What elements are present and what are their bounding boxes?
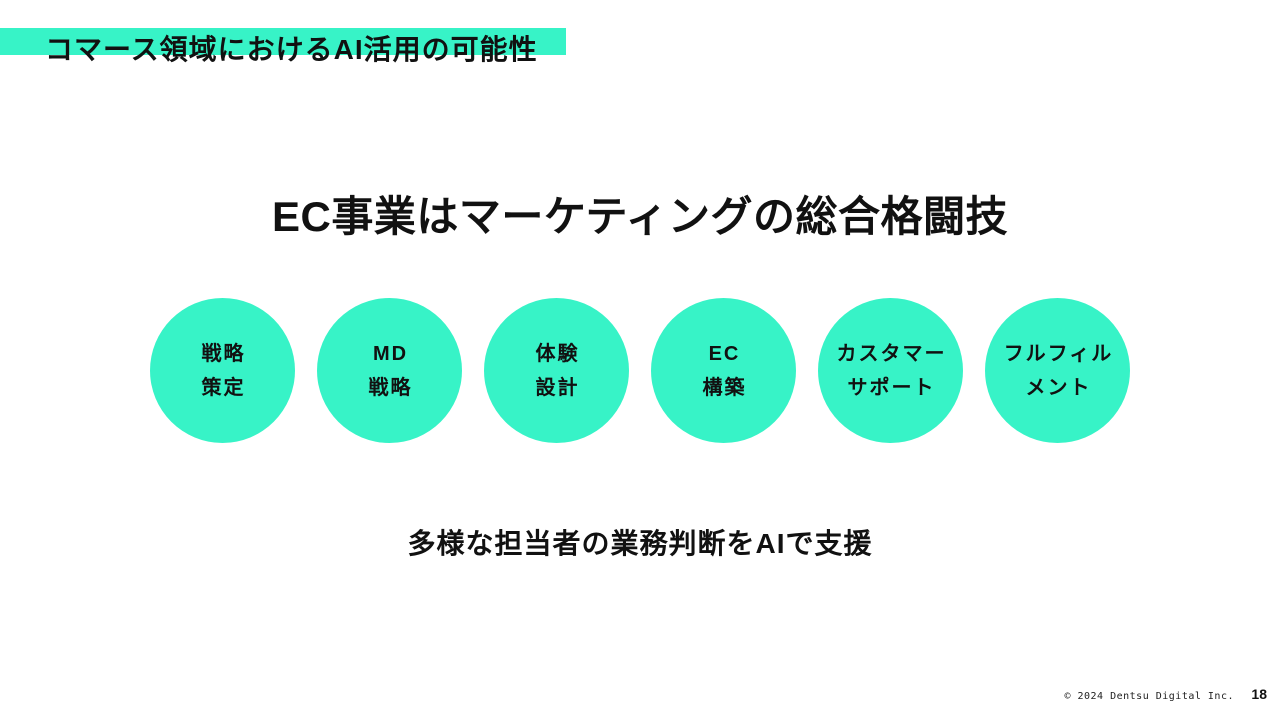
slide-title: コマース領域におけるAI活用の可能性 <box>45 34 538 65</box>
circle-label-line: メント <box>1025 376 1092 399</box>
circle-label-line: 設計 <box>535 376 580 399</box>
circle-label-line: EC <box>708 342 741 365</box>
circle-label-line: 戦略 <box>368 376 413 399</box>
circles-row: 戦略 策定 MD 戦略 体験 設計 EC 構築 カスタマー サポート フルフィル… <box>0 298 1280 443</box>
circle-label-line: サポート <box>847 376 936 399</box>
circle-label-line: フルフィル <box>1003 342 1114 365</box>
circle-strategy-planning: 戦略 策定 <box>150 298 295 443</box>
circle-label-line: 構築 <box>702 376 747 399</box>
footer-copyright: © 2024 Dentsu Digital Inc. <box>1064 691 1234 702</box>
circle-label-line: MD <box>372 342 409 365</box>
circle-label-line: カスタマー <box>836 342 947 365</box>
page-number: 18 <box>1251 686 1267 702</box>
title-highlight-bar <box>0 28 566 55</box>
circle-fulfillment: フルフィル メント <box>985 298 1130 443</box>
subtitle: 多様な担当者の業務判断をAIで支援 <box>407 528 873 559</box>
circle-customer-support: カスタマー サポート <box>818 298 963 443</box>
circle-label-line: 戦略 <box>201 342 246 365</box>
circle-experience-design: 体験 設計 <box>484 298 629 443</box>
circle-label-line: 体験 <box>535 342 580 365</box>
circle-md-strategy: MD 戦略 <box>317 298 462 443</box>
main-heading: EC事業はマーケティングの総合格闘技 <box>272 193 1008 240</box>
circle-ec-build: EC 構築 <box>651 298 796 443</box>
circle-label-line: 策定 <box>201 376 246 399</box>
